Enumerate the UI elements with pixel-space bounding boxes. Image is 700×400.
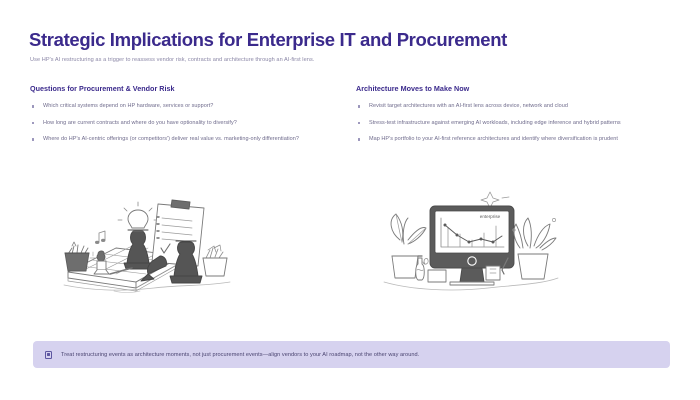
list-item: How long are current contracts and where… bbox=[30, 118, 330, 129]
list-item: Map HP's portfolio to your AI-first refe… bbox=[356, 134, 656, 145]
list-item-text: Stress-test infrastructure against emerg… bbox=[369, 119, 621, 126]
bullet-marker-icon bbox=[358, 121, 361, 125]
callout-banner: Treat restructuring events as architectu… bbox=[33, 341, 670, 368]
column-heading-architecture: Architecture Moves to Make Now bbox=[356, 84, 470, 93]
bullet-list-architecture: Revisit target architectures with an AI-… bbox=[356, 101, 656, 145]
list-item: Revisit target architectures with an AI-… bbox=[356, 101, 656, 112]
note-square-icon bbox=[45, 350, 52, 359]
list-item-text: How long are current contracts and where… bbox=[43, 119, 237, 126]
column-heading-procurement: Questions for Procurement & Vendor Risk bbox=[30, 84, 175, 93]
page-subtitle: Use HP's AI restructuring as a trigger t… bbox=[30, 57, 315, 63]
list-item-text: Revisit target architectures with an AI-… bbox=[369, 103, 568, 109]
chess-strategy-desk-illustration bbox=[58, 186, 248, 296]
list-item: Stress-test infrastructure against emerg… bbox=[356, 118, 656, 129]
list-item: Which critical systems depend on HP hard… bbox=[30, 101, 330, 112]
screen-label: enterprise bbox=[480, 214, 501, 219]
bullet-marker-icon bbox=[32, 105, 35, 108]
bullet-marker-icon bbox=[32, 138, 35, 141]
page-title: Strategic Implications for Enterprise IT… bbox=[29, 29, 507, 50]
bullet-marker-icon bbox=[358, 138, 361, 141]
bullet-list-procurement: Which critical systems depend on HP hard… bbox=[30, 101, 330, 145]
list-item-text: Where do HP's AI-centric offerings (or c… bbox=[43, 136, 299, 142]
bullet-marker-icon bbox=[358, 105, 361, 108]
list-item: Where do HP's AI-centric offerings (or c… bbox=[30, 134, 330, 145]
column-procurement: Questions for Procurement & Vendor Risk … bbox=[30, 84, 330, 151]
column-architecture: Architecture Moves to Make Now Revisit t… bbox=[356, 84, 656, 151]
monitor-analytics-plants-illustration: enterprise bbox=[378, 178, 563, 298]
callout-text: Treat restructuring events as architectu… bbox=[61, 351, 420, 358]
list-item-text: Which critical systems depend on HP hard… bbox=[43, 103, 214, 109]
bullet-marker-icon bbox=[32, 121, 35, 125]
list-item-text: Map HP's portfolio to your AI-first refe… bbox=[369, 136, 618, 142]
